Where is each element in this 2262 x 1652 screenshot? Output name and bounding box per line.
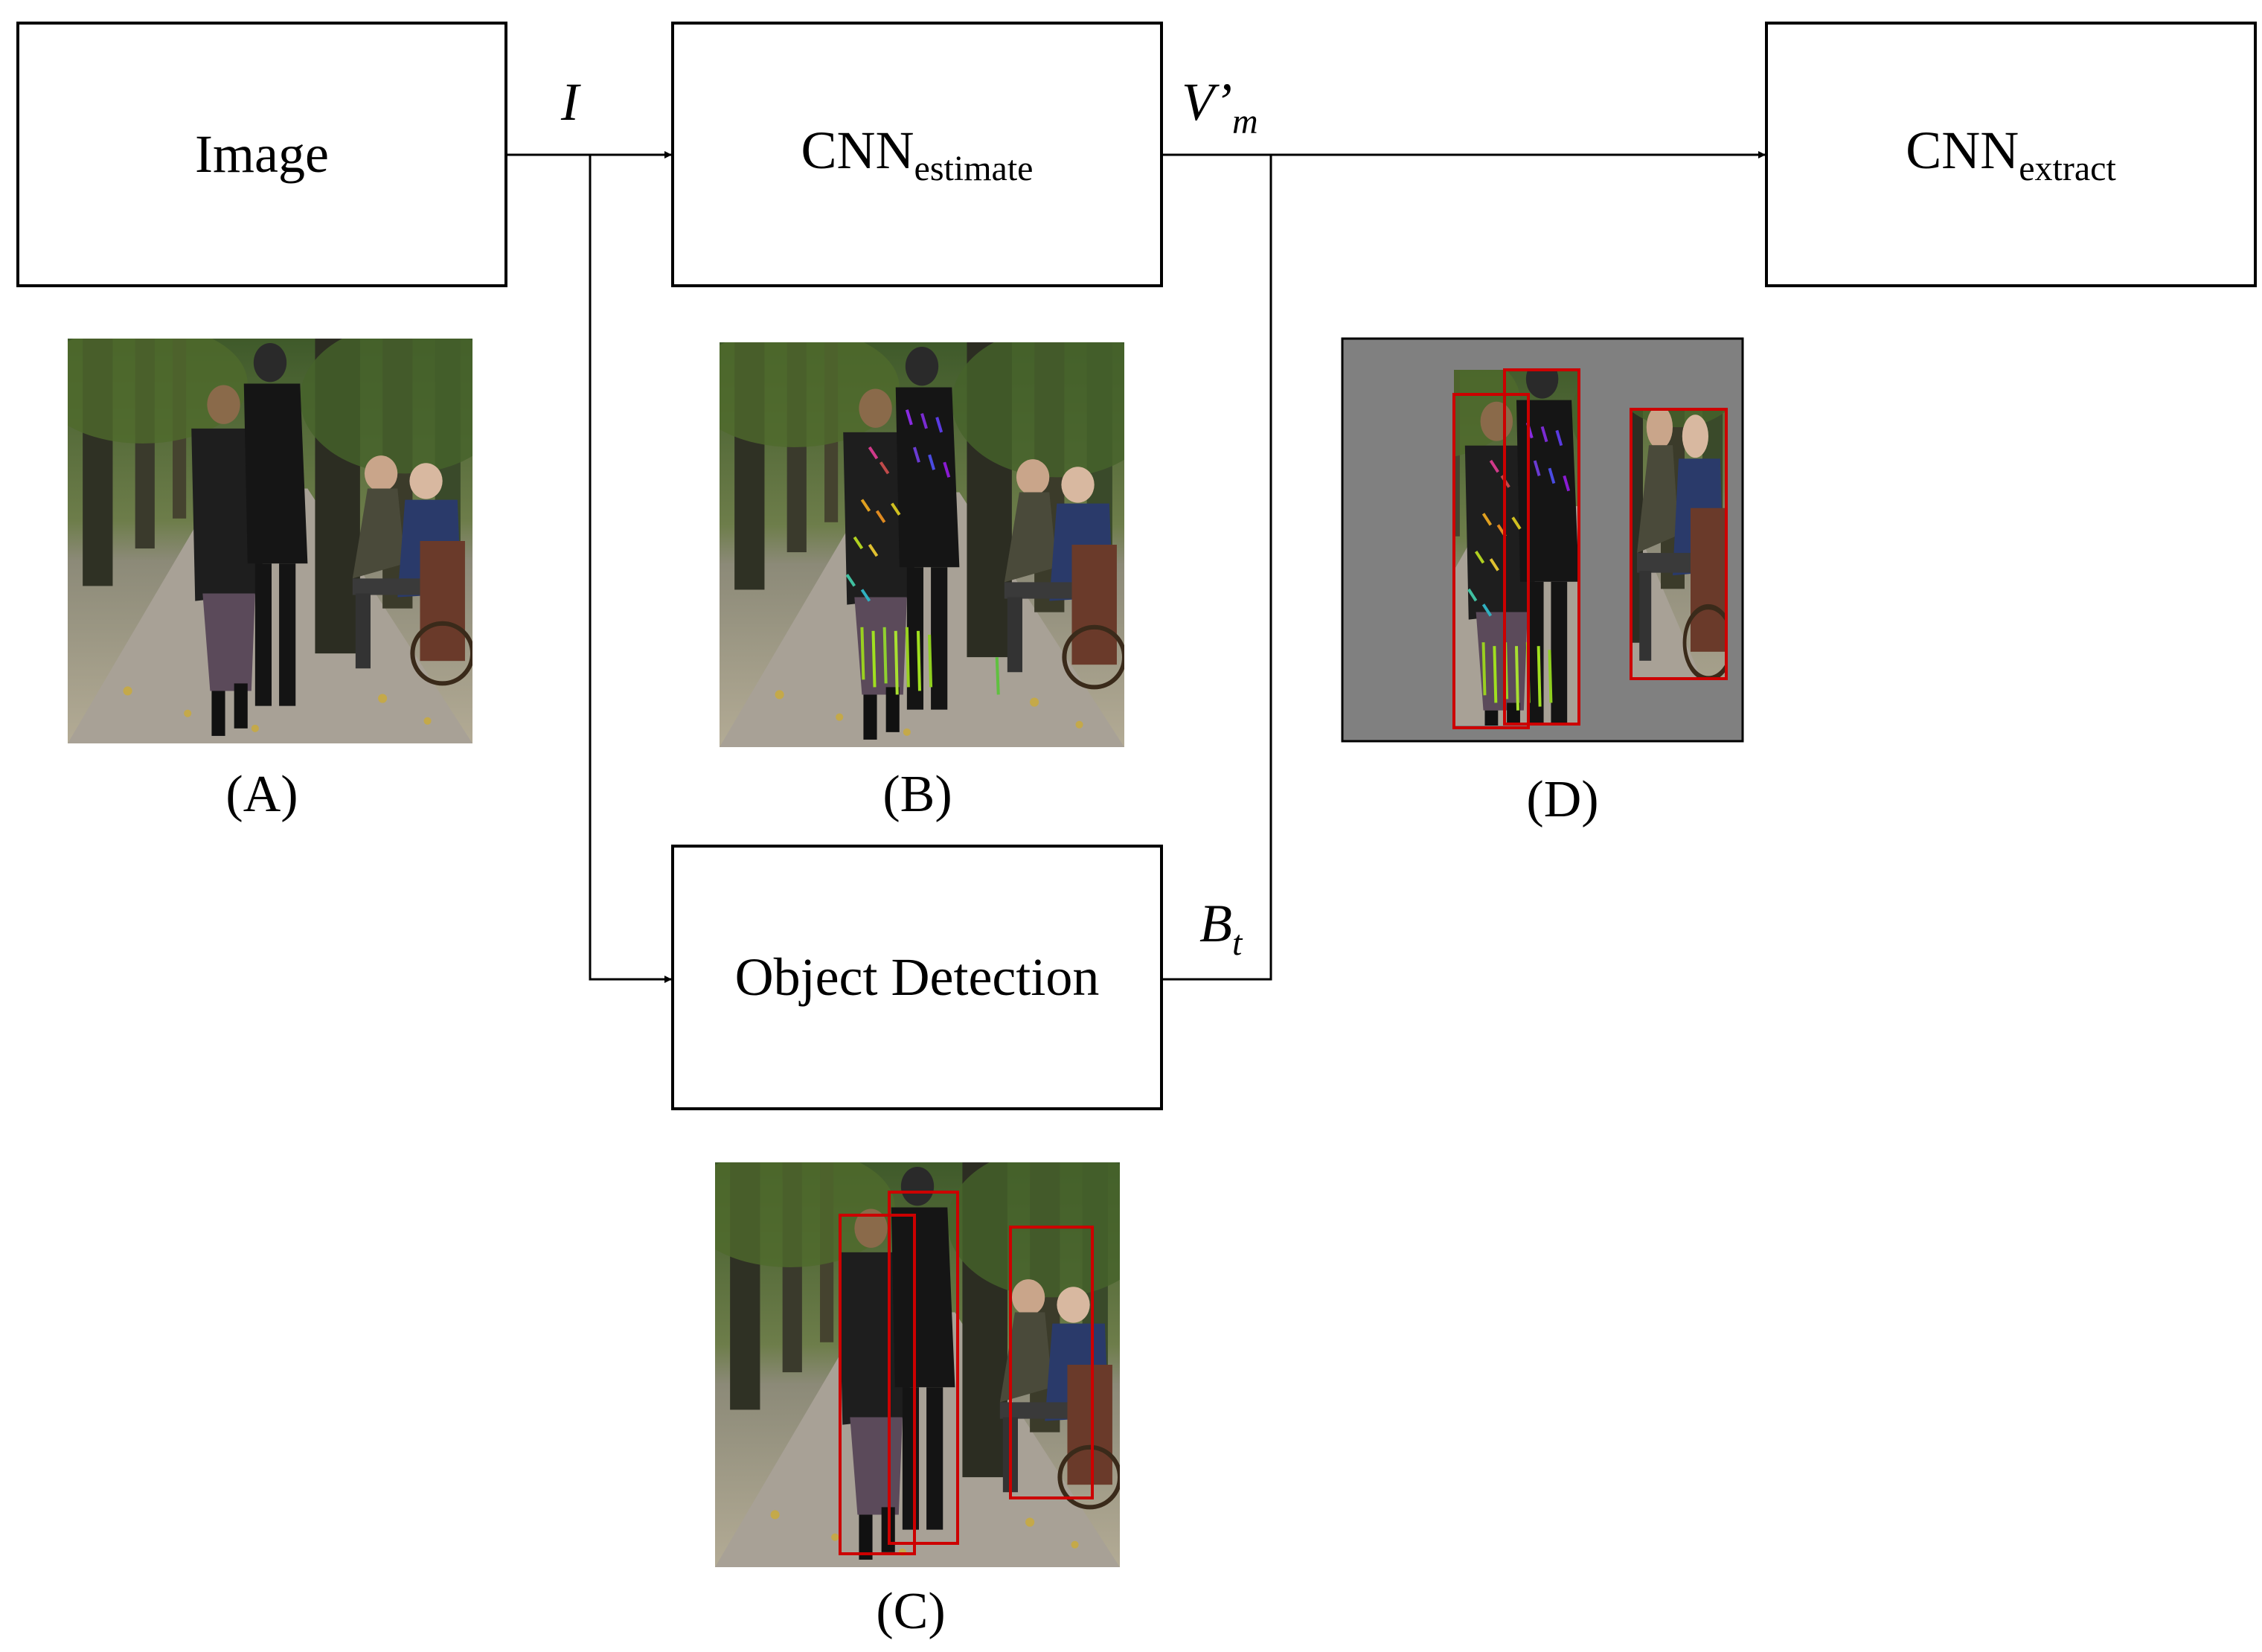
detection-box-man [888, 1191, 959, 1545]
cnn-estimate-label: CNNestimate [801, 120, 1034, 189]
caption-b: (B) [882, 766, 952, 823]
image-box: Image [16, 22, 507, 287]
label-v-sub: m [1231, 102, 1258, 141]
cnn-extract-label: CNNextract [1906, 120, 2116, 189]
object-detection-label: Object Detection [734, 947, 1100, 1007]
region-box-man [1503, 368, 1580, 726]
cnn-extract-sub: extract [2019, 149, 2116, 188]
cnn-estimate-sub: estimate [914, 149, 1034, 188]
cnn-estimate-box: CNNestimate [671, 22, 1163, 287]
cnn-estimate-main: CNN [801, 121, 914, 180]
photo-b [690, 327, 1162, 747]
detection-box-woman [839, 1214, 916, 1555]
photo-c [685, 1147, 1158, 1567]
label-b: B [1199, 894, 1232, 953]
label-b-sub: t [1231, 923, 1243, 963]
caption-d: (D) [1526, 771, 1599, 828]
label-b-t: Bt [1199, 893, 1242, 964]
photo-a [38, 324, 510, 743]
detection-box-couple [1009, 1226, 1094, 1499]
caption-c: (C) [876, 1583, 946, 1640]
cnn-extract-box: CNNextract [1765, 22, 2257, 287]
image-box-label: Image [195, 124, 329, 184]
cnn-extract-main: CNN [1906, 121, 2019, 180]
line-object-detection-to-merge [1162, 155, 1272, 981]
arrow-image-to-object-detection [589, 155, 672, 983]
region-box-couple [1630, 408, 1728, 680]
caption-a: (A) [225, 766, 298, 823]
region-box-woman [1452, 393, 1530, 729]
object-detection-box: Object Detection [671, 845, 1163, 1110]
label-v-m: V’m [1182, 71, 1258, 142]
label-v: V’ [1182, 72, 1232, 132]
photo-d [1341, 337, 1744, 743]
label-i: I [561, 72, 579, 132]
